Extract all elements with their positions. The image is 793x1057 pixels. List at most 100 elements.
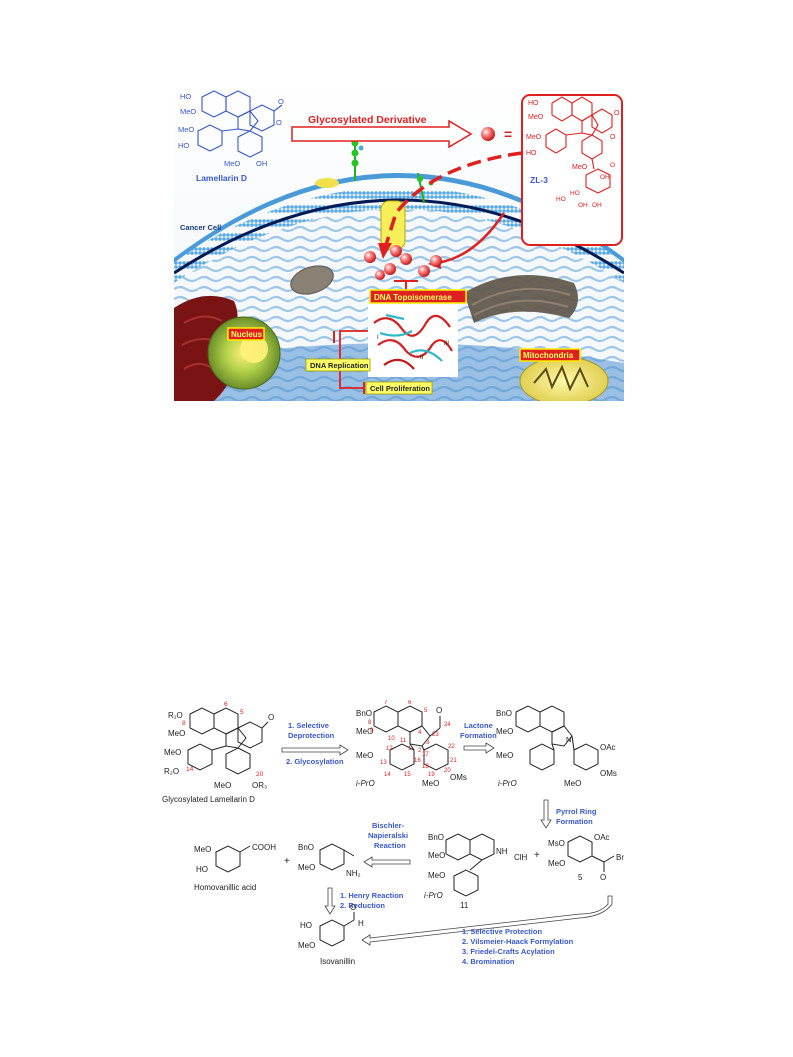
compound-5-structure [567, 835, 615, 872]
zl3-label-ho: HO [528, 100, 539, 107]
inter-num-6: 6 [408, 700, 412, 706]
step1-line2: Deprotection [288, 731, 335, 740]
c11-meo: MeO [428, 851, 445, 860]
inter-num-15: 15 [404, 772, 411, 778]
glyco-meo2: MeO [164, 748, 181, 757]
zl3-sugar-ho2: HO [556, 196, 566, 203]
zl3-molecules-cluster [364, 245, 442, 280]
c11-nh: NH [496, 847, 508, 856]
zl3-carbonyl-o: O [614, 110, 620, 117]
step2-line1: Lactone [464, 721, 493, 730]
c11-clh: ClH [514, 853, 528, 862]
inter-numbering: 7 6 8 5 9 10 4 24 23 12 11 1 2 3 22 13 1… [368, 700, 457, 778]
inter-num-13: 13 [380, 760, 387, 766]
zl3-name: ZL-3 [530, 175, 548, 185]
topoisomerase-box [369, 289, 467, 304]
glycosylated-derivative-label: Glycosylated Derivative [308, 114, 427, 126]
c11-plus: + [534, 850, 540, 861]
step5-arrow [324, 887, 336, 915]
amine-bno: BnO [298, 843, 314, 852]
derivative-arrow [291, 119, 473, 149]
zl3-sugar-oh2: OH [578, 202, 588, 209]
c11-bno: BnO [428, 833, 444, 842]
pyr-ipro: i-PrO [498, 779, 517, 788]
nucleus-label: Nucleus [231, 330, 263, 339]
step1-line1: 1. Selective [288, 721, 329, 730]
glyco-name: Glycosylated Lamellarin D [162, 795, 255, 804]
step3-line2: Formation [556, 817, 593, 826]
inter-oms: OMs [450, 773, 467, 782]
c11-num: 11 [460, 901, 469, 910]
glyco-num-14: 14 [186, 766, 194, 773]
pyr-meo: MeO [496, 727, 513, 736]
intermediate-ester-structure [373, 705, 449, 771]
zl3-ring-o: O [610, 134, 616, 141]
zl3-sugar-oh1: OH [600, 174, 610, 181]
protein-ribbons [373, 313, 453, 370]
zl3-label-meo2: MeO [526, 134, 542, 141]
step4-line3: Reaction [374, 841, 406, 850]
inter-num-7: 7 [384, 700, 388, 706]
step1-arrow [281, 744, 349, 756]
lam-carbonyl-o: O [278, 97, 284, 106]
step6-arrow [361, 895, 613, 946]
hva-ho: HO [196, 865, 208, 874]
glyco-carbonyl-o: O [268, 713, 274, 722]
c11-meo2: MeO [428, 871, 445, 880]
hva-meo: MeO [194, 845, 211, 854]
inter-num-2: 2 [418, 748, 422, 754]
c11-ipro: i-PrO [424, 891, 443, 900]
golgi-apparatus [464, 275, 578, 323]
inter-meo: MeO [356, 727, 373, 736]
inter-num-8: 8 [368, 720, 372, 726]
membrane-protein [315, 178, 339, 188]
c5-br: Br [616, 853, 624, 862]
cell-mechanism-figure: HO MeO MeO HO MeO OH O O Lamellarin D Gl… [174, 83, 624, 401]
isovanillin-structure [319, 912, 355, 947]
inter-meo3: MeO [422, 779, 439, 788]
inter-num-11: 11 [400, 738, 407, 744]
protein-mark-1: I [377, 335, 379, 341]
hva-name: Homovanillic acid [194, 883, 256, 892]
inter-num-24: 24 [444, 722, 451, 728]
step5-line2: 2. Reduction [340, 901, 385, 910]
step6-line4: 4. Bromination [462, 957, 515, 966]
inter-num-9: 9 [370, 728, 374, 734]
lam-label-meo3: MeO [224, 159, 240, 168]
glyco-meo1: MeO [168, 729, 185, 738]
inter-num-22: 22 [448, 744, 455, 750]
inter-carbonyl-o: O [436, 706, 442, 715]
glyco-r2o: R₂O [164, 767, 179, 776]
compound-11-structure [445, 833, 495, 897]
step4-line1: Bischler- [372, 821, 405, 830]
inter-num-10: 10 [388, 736, 395, 742]
inter-num-1: 1 [408, 746, 412, 752]
lam-label-ho2: HO [178, 141, 189, 150]
c5-o: O [600, 873, 606, 882]
iso-o: O [350, 903, 356, 912]
iso-meo: MeO [298, 941, 315, 950]
inter-num-3: 3 [426, 740, 430, 746]
zl3-box [521, 94, 623, 246]
step2-arrow [463, 742, 495, 754]
dna-replication-box [305, 358, 371, 372]
homovanillic-acid-structure [215, 845, 251, 873]
cell-proliferation-box [365, 381, 433, 395]
synthesis-scheme-figure: R₁O MeO MeO R₂O MeO OR₃ O 6 5 8 14 20 Gl… [160, 700, 630, 980]
step6-line2: 2. Vilsmeier-Haack Formylation [462, 937, 574, 946]
zl3-label-meo: MeO [528, 114, 544, 121]
step2-line2: Formation [460, 731, 497, 740]
glyco-meo3: MeO [214, 781, 231, 790]
mitochondria-box [519, 348, 581, 362]
pyr-meo2: MeO [496, 751, 513, 760]
c5-num: 5 [578, 873, 583, 882]
step3-line1: Pyrrol Ring [556, 807, 597, 816]
synthesis-scheme-svg: R₁O MeO MeO R₂O MeO OR₃ O 6 5 8 14 20 Gl… [162, 700, 624, 966]
zl3-label-ho2: HO [526, 150, 537, 157]
iso-h: H [358, 919, 364, 928]
zl3-sugar-ho1: HO [570, 190, 580, 197]
hva-cooh: COOH [252, 843, 276, 852]
step1-line3: 2. Glycosylation [286, 757, 344, 766]
inter-num-21: 21 [450, 758, 457, 764]
zl3-sugar-oh3: OH [592, 202, 602, 209]
